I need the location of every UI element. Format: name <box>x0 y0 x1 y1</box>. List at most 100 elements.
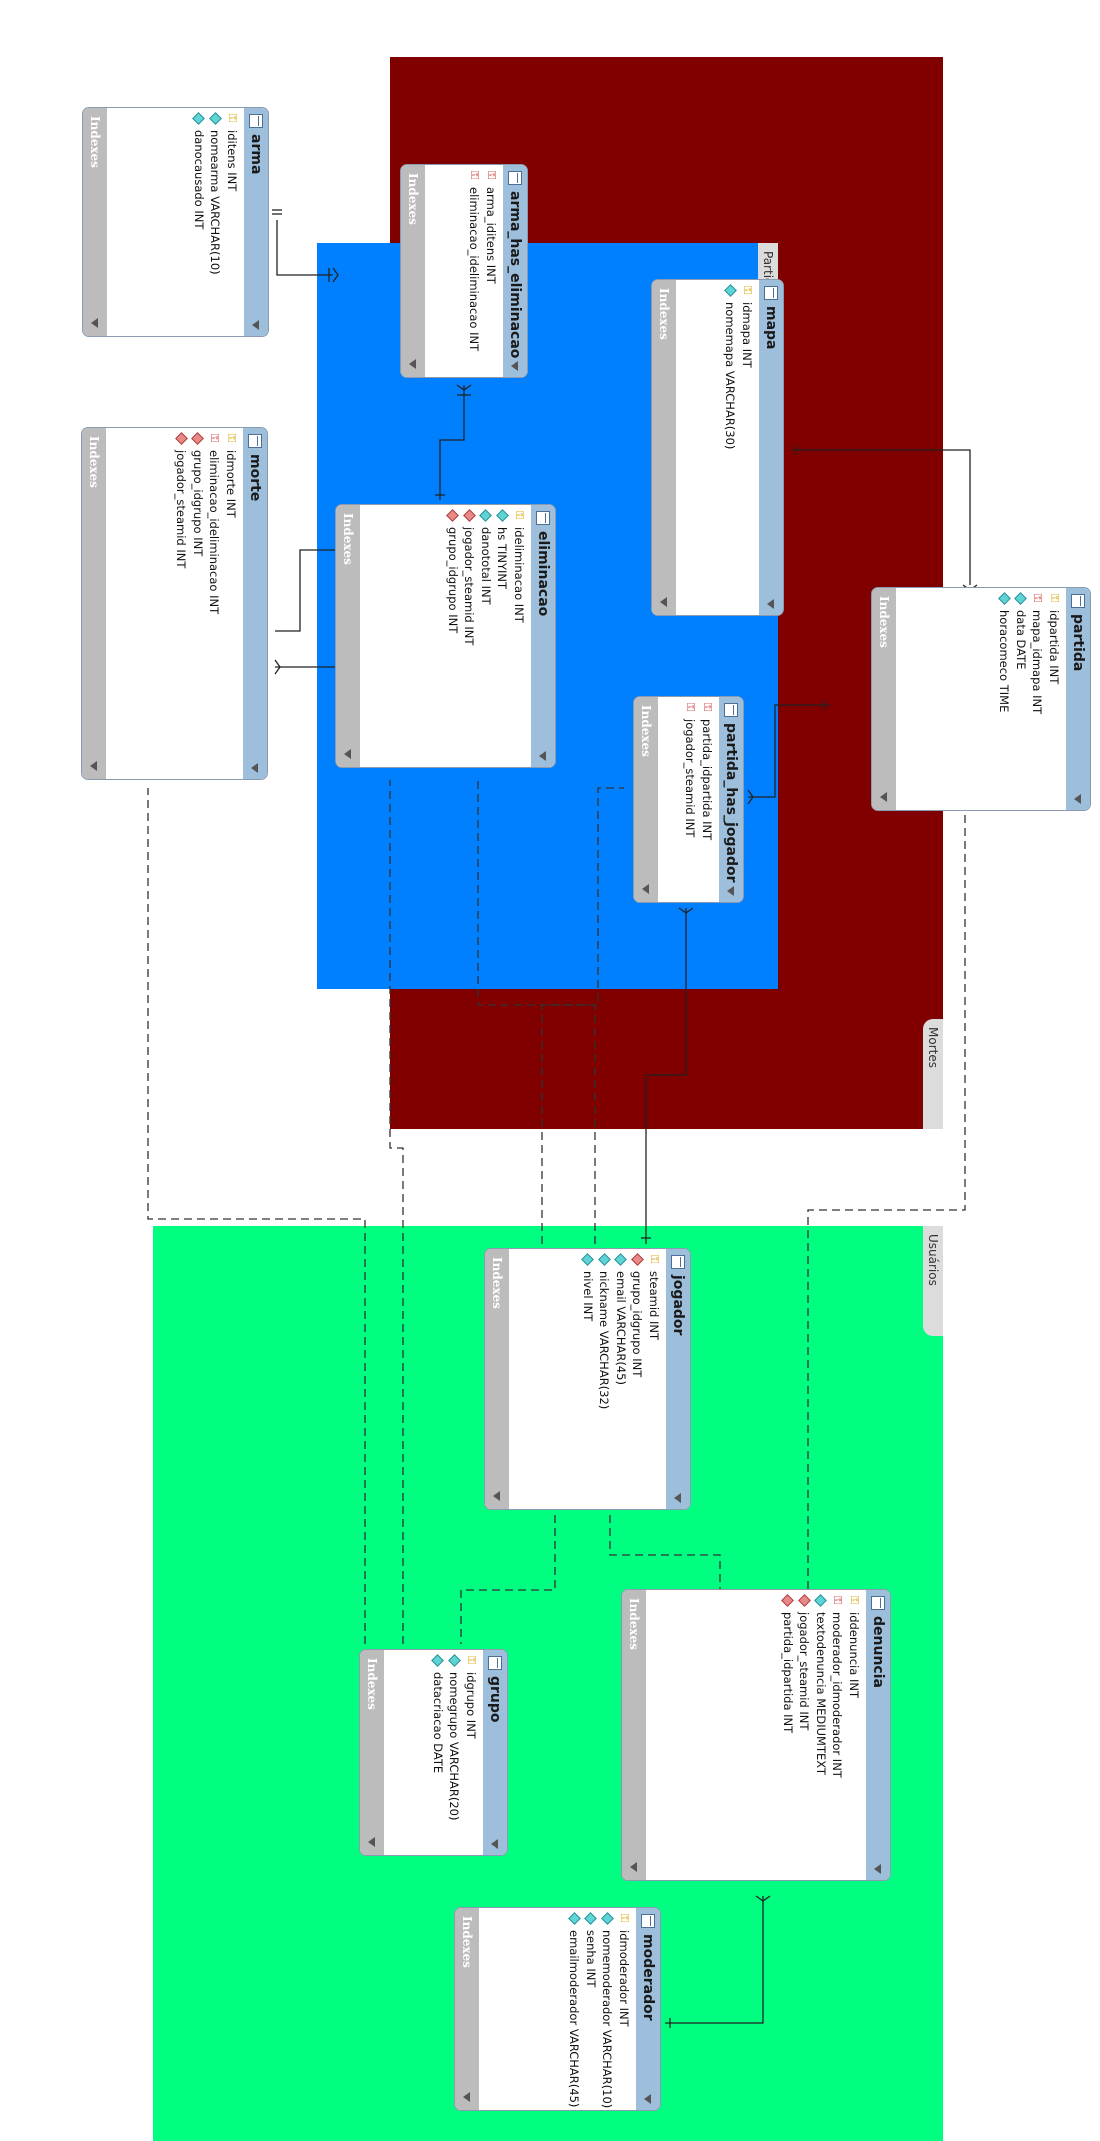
column-row[interactable]: danototal INT <box>478 509 495 763</box>
expand-arrow-icon[interactable] <box>91 318 99 328</box>
expand-arrow-icon[interactable] <box>880 792 888 802</box>
column-row[interactable]: idmorte INT <box>223 432 240 775</box>
indexes-section[interactable]: Indexes <box>360 1650 384 1855</box>
column-row[interactable]: ideliminacao INT <box>511 509 528 763</box>
column-row[interactable]: email VARCHAR(45) <box>613 1253 630 1505</box>
collapse-arrow-icon[interactable] <box>1074 794 1082 804</box>
column-row[interactable]: idmapa INT <box>739 284 756 611</box>
column-row[interactable]: partida_idpartida INT <box>780 1594 797 1876</box>
table-header[interactable]: partida_has_jogador <box>719 697 743 902</box>
table-name: eliminacao <box>535 531 551 617</box>
column-row[interactable]: datacriacao DATE <box>430 1654 447 1851</box>
primary-key-icon <box>465 1654 477 1666</box>
column-row[interactable]: partida_idpartida INT <box>699 701 716 898</box>
indexes-section[interactable]: Indexes <box>485 1249 509 1509</box>
column-row[interactable]: textodenuncia MEDIUMTEXT <box>813 1594 830 1876</box>
indexes-section[interactable]: Indexes <box>872 588 896 810</box>
column-row[interactable]: nomearma VARCHAR(10) <box>207 112 224 332</box>
column-row[interactable]: data DATE <box>1013 592 1030 806</box>
expand-arrow-icon[interactable] <box>90 761 98 771</box>
table-header[interactable]: mapa <box>759 280 783 615</box>
column-row[interactable]: jogador_steamid INT <box>682 701 699 898</box>
column-row[interactable]: nomemapa VARCHAR(30) <box>722 284 739 611</box>
indexes-section[interactable]: Indexes <box>401 165 425 377</box>
column-row[interactable]: iddenuncia INT <box>846 1594 863 1876</box>
indexes-section[interactable]: Indexes <box>83 108 107 336</box>
table-header[interactable]: jogador <box>666 1249 690 1509</box>
indexes-section[interactable]: Indexes <box>634 697 658 902</box>
column-row[interactable]: mapa_idmapa INT <box>1029 592 1046 806</box>
indexes-section[interactable]: Indexes <box>336 505 360 767</box>
column-row[interactable]: iditens INT <box>224 112 241 332</box>
table-header[interactable]: morte <box>243 428 267 779</box>
collapse-arrow-icon[interactable] <box>767 599 775 609</box>
table-partida-has-jogador[interactable]: partida_has_jogador partida_idpartida IN… <box>634 697 743 902</box>
indexes-section[interactable]: Indexes <box>622 1590 646 1880</box>
table-denuncia[interactable]: denuncia iddenuncia INT moderador_idmode… <box>622 1590 890 1880</box>
column-row[interactable]: jogador_steamid INT <box>796 1594 813 1876</box>
column-row[interactable]: eliminacao_ideliminacao INT <box>466 169 483 373</box>
table-eliminacao[interactable]: eliminacao ideliminacao INT hs TINYINT d… <box>336 505 555 767</box>
column-row[interactable]: nickname VARCHAR(32) <box>596 1253 613 1505</box>
collapse-arrow-icon[interactable] <box>674 1493 682 1503</box>
collapse-arrow-icon[interactable] <box>874 1864 882 1874</box>
collapse-arrow-icon[interactable] <box>252 320 260 330</box>
collapse-arrow-icon[interactable] <box>251 763 259 773</box>
column-row[interactable]: horacomeco TIME <box>996 592 1013 806</box>
column-row[interactable]: eliminacao_ideliminacao INT <box>206 432 223 775</box>
column-row[interactable]: grupo_idgrupo INT <box>190 432 207 775</box>
table-jogador[interactable]: jogador steamid INT grupo_idgrupo INT em… <box>485 1249 690 1509</box>
column-row[interactable]: moderador_idmoderador INT <box>829 1594 846 1876</box>
indexes-section[interactable]: Indexes <box>82 428 106 779</box>
table-partida[interactable]: partida idpartida INT mapa_idmapa INT da… <box>872 588 1090 810</box>
column-row[interactable]: jogador_steamid INT <box>173 432 190 775</box>
column-row[interactable]: danocausado INT <box>191 112 208 332</box>
table-morte[interactable]: morte idmorte INT eliminacao_ideliminaca… <box>82 428 267 779</box>
expand-arrow-icon[interactable] <box>344 749 352 759</box>
column-row[interactable]: grupo_idgrupo INT <box>629 1253 646 1505</box>
column-diamond-icon <box>601 1912 613 1924</box>
table-arma[interactable]: arma iditens INT nomearma VARCHAR(10) da… <box>83 108 268 336</box>
column-row[interactable]: hs TINYINT <box>494 509 511 763</box>
table-header[interactable]: partida <box>1066 588 1090 810</box>
indexes-section[interactable]: Indexes <box>652 280 676 615</box>
expand-arrow-icon[interactable] <box>493 1491 501 1501</box>
table-mapa[interactable]: mapa idmapa INT nomemapa VARCHAR(30) Ind… <box>652 280 783 615</box>
table-header[interactable]: arma_has_eliminacao <box>503 165 527 377</box>
collapse-arrow-icon[interactable] <box>644 2094 652 2104</box>
collapse-arrow-icon[interactable] <box>727 886 735 896</box>
collapse-arrow-icon[interactable] <box>491 1839 499 1849</box>
table-header[interactable]: moderador <box>636 1908 660 2110</box>
column-row[interactable]: nivel INT <box>580 1253 597 1505</box>
table-header[interactable]: arma <box>244 108 268 336</box>
column-row[interactable]: grupo_idgrupo INT <box>445 509 462 763</box>
column-row[interactable]: idmoderador INT <box>616 1912 633 2106</box>
table-header[interactable]: grupo <box>483 1650 507 1855</box>
expand-arrow-icon[interactable] <box>409 359 417 369</box>
column-row[interactable]: nomemoderador VARCHAR(10) <box>599 1912 616 2108</box>
column-row[interactable]: senha INT <box>583 1912 600 2106</box>
table-grupo[interactable]: grupo idgrupo INT nomegrupo VARCHAR(20) … <box>360 1650 507 1855</box>
expand-arrow-icon[interactable] <box>630 1862 638 1872</box>
column-row[interactable]: idgrupo INT <box>463 1654 480 1851</box>
column-diamond-icon <box>463 509 475 521</box>
expand-arrow-icon[interactable] <box>660 597 668 607</box>
collapse-arrow-icon[interactable] <box>539 751 547 761</box>
table-header[interactable]: denuncia <box>866 1590 890 1880</box>
column-row[interactable]: nomegrupo VARCHAR(20) <box>446 1654 463 1851</box>
table-arma-has-eliminacao[interactable]: arma_has_eliminacao arma_iditens INT eli… <box>401 165 527 377</box>
column-row[interactable]: jogador_steamid INT <box>461 509 478 763</box>
table-header[interactable]: eliminacao <box>531 505 555 767</box>
column-row[interactable]: steamid INT <box>646 1253 663 1505</box>
column-row[interactable]: emailmoderador VARCHAR(45) <box>566 1912 583 2107</box>
column-row[interactable]: idpartida INT <box>1046 592 1063 806</box>
expand-arrow-icon[interactable] <box>642 884 650 894</box>
table-moderador[interactable]: moderador idmoderador INT nomemoderador … <box>455 1908 660 2110</box>
indexes-section[interactable]: Indexes <box>455 1908 479 2110</box>
expand-arrow-icon[interactable] <box>463 2092 471 2102</box>
column-row[interactable]: arma_iditens INT <box>483 169 500 373</box>
table-name: morte <box>247 454 263 502</box>
expand-arrow-icon[interactable] <box>368 1837 376 1847</box>
collapse-arrow-icon[interactable] <box>511 361 519 371</box>
